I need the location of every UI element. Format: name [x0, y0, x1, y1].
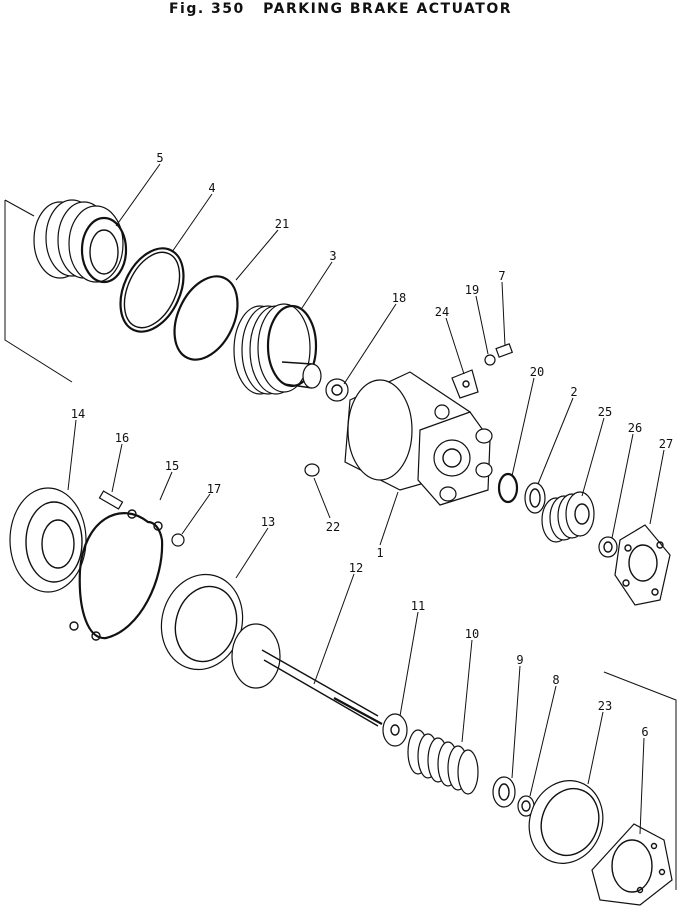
part-23-sleeve — [528, 780, 604, 864]
part-20-o-ring — [497, 472, 519, 504]
callout-2: 2 — [570, 385, 577, 399]
part-15-clamp — [69, 509, 164, 641]
part-4-snap-ring — [119, 247, 185, 333]
callout-23: 23 — [598, 699, 612, 713]
part-12-push-rod — [261, 649, 383, 727]
part-21-o-ring — [173, 275, 239, 361]
part-24-bracket — [451, 369, 479, 399]
part-14-cover — [9, 487, 87, 593]
callout-11: 11 — [411, 599, 425, 613]
callout-18: 18 — [392, 291, 406, 305]
part-13-diaphragm — [160, 573, 281, 689]
callout-20: 20 — [530, 365, 544, 379]
figure-number: Fig. 350 — [168, 1, 245, 17]
callout-9: 9 — [516, 653, 523, 667]
callout-21: 21 — [275, 217, 289, 231]
callout-8: 8 — [552, 673, 559, 687]
callout-6: 6 — [641, 725, 648, 739]
callout-numbers: 5 4 21 3 18 24 19 7 20 2 25 26 27 1 22 1… — [71, 151, 673, 739]
callout-12: 12 — [349, 561, 363, 575]
part-18-nut — [325, 378, 349, 402]
part-9-seal — [492, 776, 516, 808]
callout-13: 13 — [261, 515, 275, 529]
callout-7: 7 — [498, 269, 505, 283]
part-5-boot — [33, 199, 128, 284]
part-3-piston — [233, 303, 322, 395]
part-11-washer — [382, 713, 408, 747]
part-27-plate — [614, 524, 671, 606]
callout-10: 10 — [465, 627, 479, 641]
part-17-nut — [171, 533, 185, 547]
part-25-adjuster — [541, 491, 595, 543]
callout-14: 14 — [71, 407, 85, 421]
callout-3: 3 — [329, 249, 336, 263]
part-19-washer — [484, 354, 496, 366]
callout-22: 22 — [326, 520, 340, 534]
part-7-bolt — [495, 343, 514, 358]
part-6-end-cover — [591, 823, 673, 906]
group-bracket-left — [4, 199, 73, 383]
leader-lines — [67, 163, 665, 835]
part-26-nut — [598, 536, 618, 558]
figure-name: PARKING BRAKE ACTUATOR — [263, 1, 513, 17]
part-10-spring — [407, 729, 479, 795]
callout-19: 19 — [465, 283, 479, 297]
part-1-housing — [344, 371, 493, 506]
callout-24: 24 — [435, 305, 449, 319]
callout-1: 1 — [376, 546, 383, 560]
part-16-bolt — [98, 490, 124, 510]
part-22-plug — [304, 463, 320, 477]
callout-25: 25 — [598, 405, 612, 419]
callout-16: 16 — [115, 431, 129, 445]
callout-4: 4 — [208, 181, 215, 195]
callout-17: 17 — [207, 482, 221, 496]
callout-26: 26 — [628, 421, 642, 435]
group-bracket-right — [603, 671, 677, 890]
figure-title: Fig. 350 PARKING BRAKE ACTUATOR — [0, 0, 681, 18]
callout-15: 15 — [165, 459, 179, 473]
callout-5: 5 — [156, 151, 163, 165]
part-2-ring — [524, 482, 546, 514]
callout-27: 27 — [659, 437, 673, 451]
